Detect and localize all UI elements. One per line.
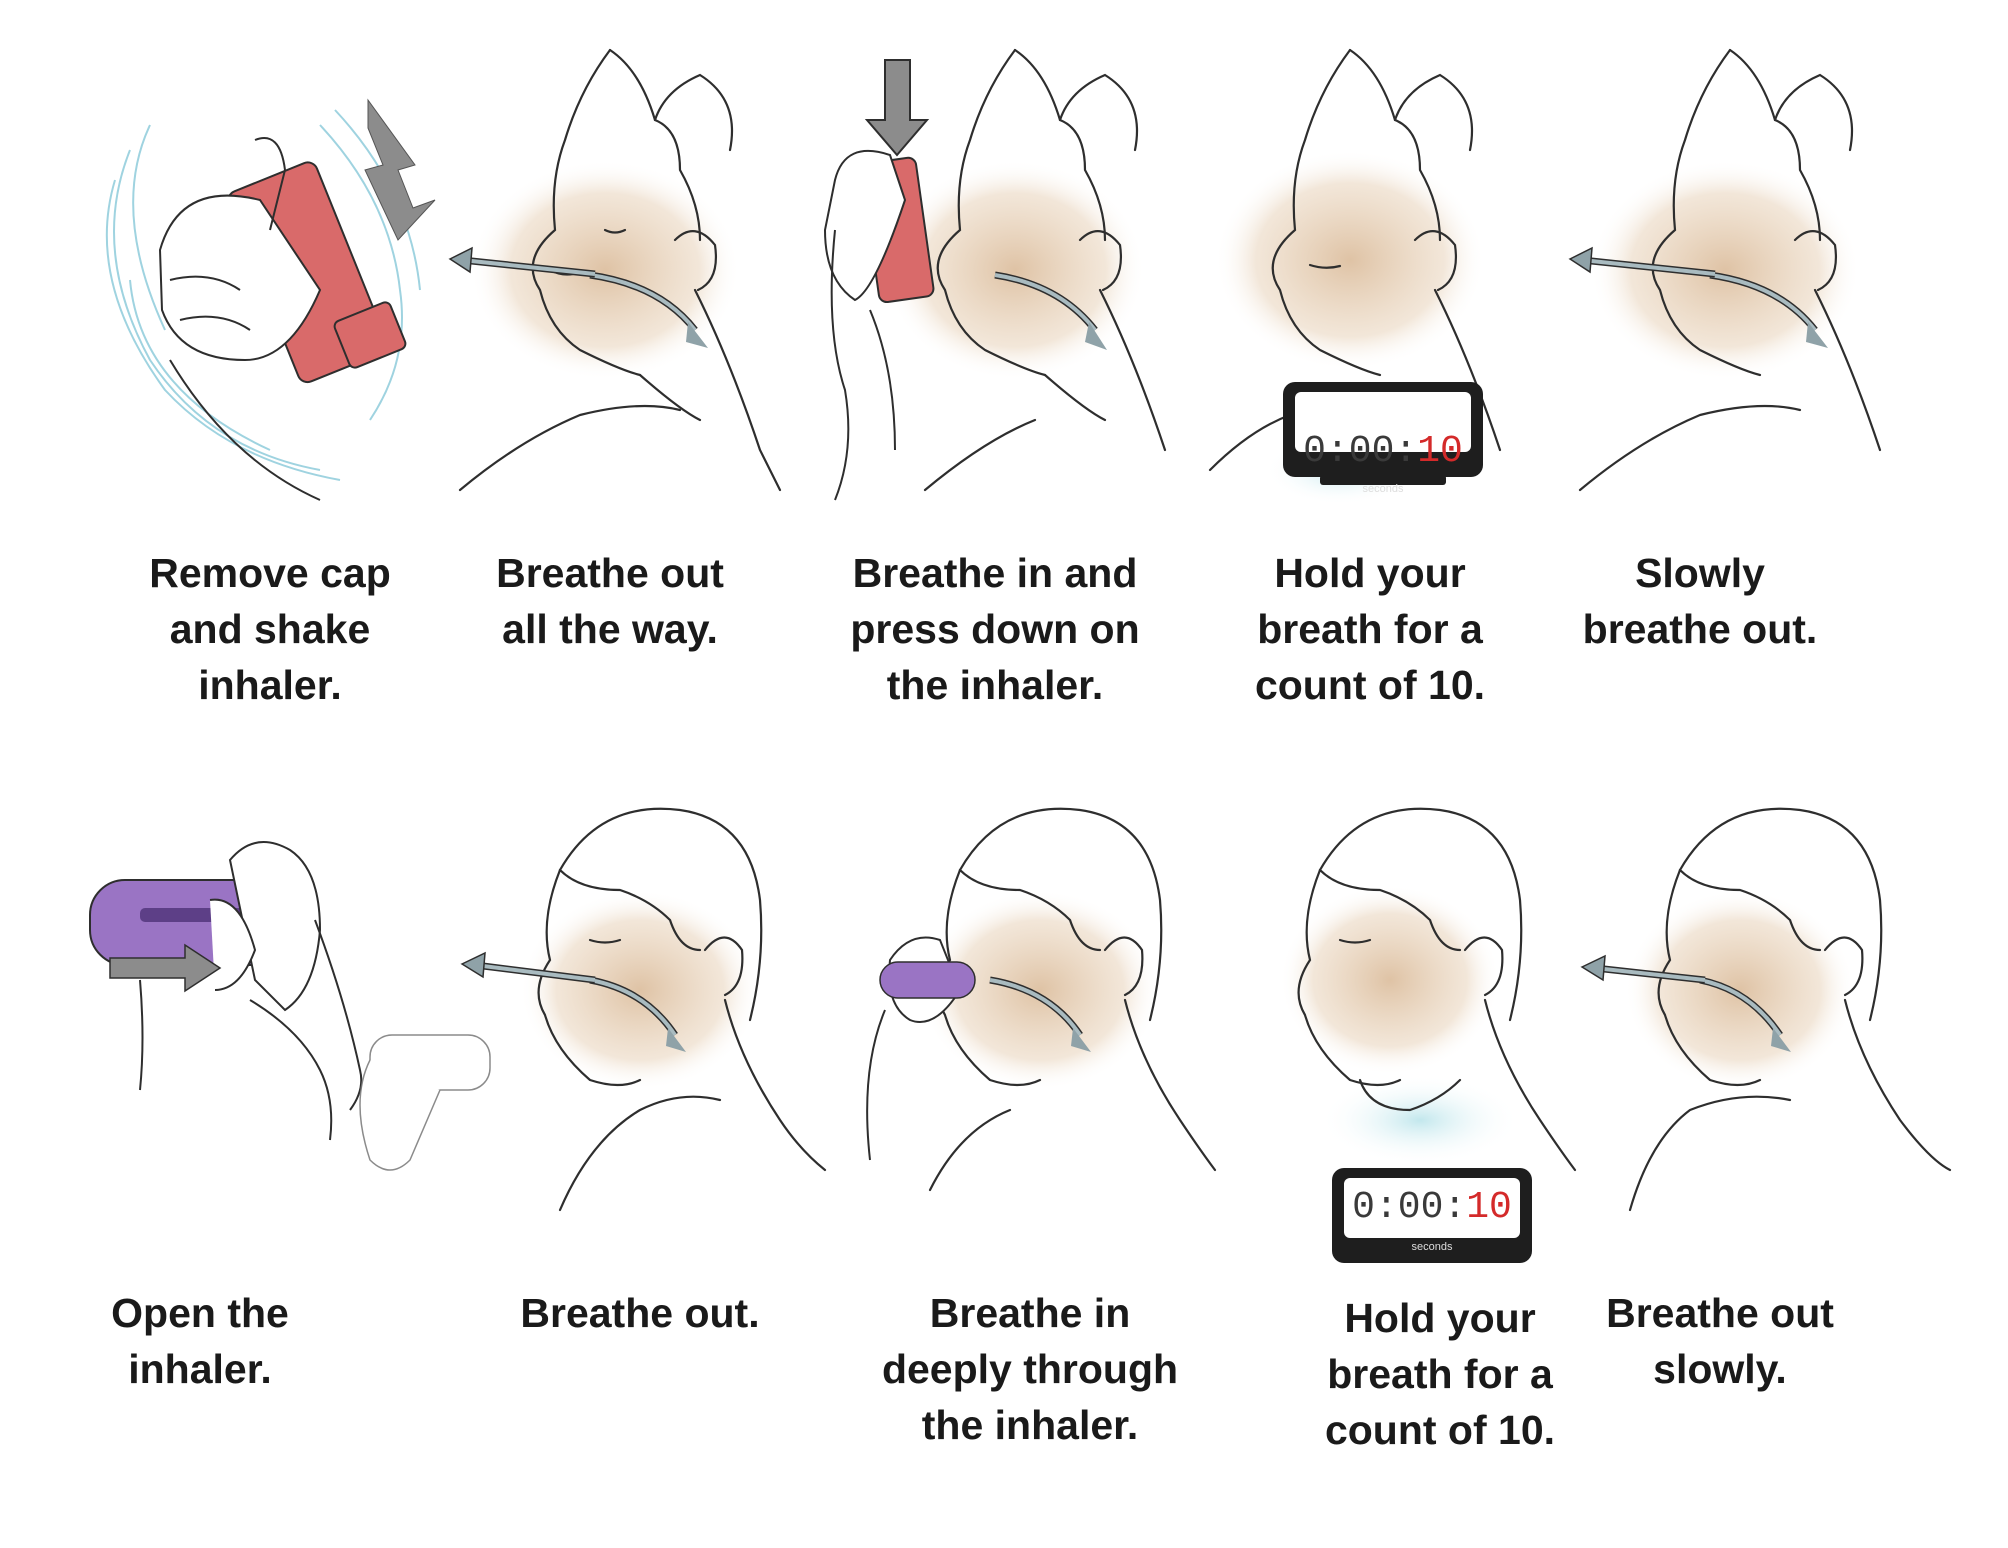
caption-line: Open the xyxy=(111,1290,289,1336)
timer-prefix: 0:00: xyxy=(1303,430,1418,473)
step-caption: Hold your breath for a count of 10. xyxy=(1170,545,1570,713)
caption-line: Hold your xyxy=(1274,550,1466,596)
step-caption: Breathe in and press down on the inhaler… xyxy=(795,545,1195,713)
hold-breath-timer-icon xyxy=(1280,807,1577,1263)
timer-readout: 0:00:10 xyxy=(1344,1178,1520,1238)
timer-readout: 0:00:10 xyxy=(1295,422,1471,482)
caption-line: count of 10. xyxy=(1324,1407,1556,1453)
slide-arrow-icon xyxy=(109,943,222,993)
caption-line: Remove cap xyxy=(149,550,391,596)
step-2-1: Open the inhaler. xyxy=(70,800,491,1440)
step-caption: Slowly breathe out. xyxy=(1500,545,1900,657)
caption-line: and shake xyxy=(169,606,371,652)
caption-line: deeply through xyxy=(881,1346,1179,1392)
caption-line: inhaler. xyxy=(198,662,342,708)
exhale-arrow-icon xyxy=(1580,954,1706,984)
shake-arrow-icon xyxy=(364,98,436,241)
press-down-arrow-icon xyxy=(864,59,930,157)
step-caption: Breathe out slowly. xyxy=(1520,1285,1920,1397)
caption-line: Slowly xyxy=(1635,550,1765,596)
caption-line: Hold your xyxy=(1344,1295,1536,1341)
caption-line: the inhaler. xyxy=(886,662,1104,708)
timer-digits: 10 xyxy=(1466,1186,1512,1229)
step-caption: Breathe in deeply through the inhaler. xyxy=(830,1285,1230,1453)
caption-line: inhaler. xyxy=(128,1346,272,1392)
timer-prefix: 0:00: xyxy=(1352,1186,1467,1229)
caption-line: breathe out. xyxy=(1582,606,1818,652)
caption-line: slowly. xyxy=(1653,1346,1787,1392)
step-2-4: 0:00:10 seconds Hold your breath for a c… xyxy=(1270,790,1610,1453)
step-1-3: Breathe in and press down on the inhaler… xyxy=(815,30,1175,708)
step-1-5: Slowly breathe out. xyxy=(1560,30,1900,652)
shake-inhaler-hand-icon xyxy=(105,98,436,501)
breathe-out-face-icon xyxy=(460,807,827,1212)
step-2-3: Breathe in deeply through the inhaler. xyxy=(840,790,1220,1448)
hold-breath-timer-icon xyxy=(1208,48,1502,505)
caption-line: the inhaler. xyxy=(921,1402,1139,1448)
step-caption: Hold your breath for a count of 10. xyxy=(1240,1290,1640,1458)
caption-line: breath for a xyxy=(1327,1351,1553,1397)
exhale-arrow-icon xyxy=(448,246,596,278)
step-caption: Open the inhaler. xyxy=(0,1285,400,1397)
step-1-1: Remove cap and shake inhaler. xyxy=(70,30,450,708)
timer-unit: seconds xyxy=(1411,1241,1453,1253)
stopwatch-icon xyxy=(1332,1168,1532,1263)
press-inhaler-face-icon xyxy=(823,48,1167,501)
open-inhaler-hand-icon xyxy=(89,841,491,1171)
breathe-out-face-icon xyxy=(1580,807,1952,1212)
caption-line: Breathe out xyxy=(1606,1290,1834,1336)
caption-line: Breathe in and xyxy=(852,550,1138,596)
caption-line: all the way. xyxy=(502,606,718,652)
step-1-4: 0:00:10 seconds Hold your breath for a c… xyxy=(1200,30,1540,708)
caption-line: press down on xyxy=(850,606,1140,652)
caption-line: Breathe out. xyxy=(520,1290,760,1336)
step-caption: Remove cap and shake inhaler. xyxy=(70,545,470,713)
step-1-2: Breathe out all the way. xyxy=(440,30,782,652)
step-caption: Breathe out all the way. xyxy=(410,545,810,657)
step-caption: Breathe out. xyxy=(440,1285,840,1341)
breathe-out-face-icon xyxy=(448,48,782,492)
exhale-arrow-icon xyxy=(460,951,596,984)
inhale-through-inhaler-face-icon xyxy=(866,807,1217,1192)
exhale-arrow-icon xyxy=(1568,246,1716,278)
timer-digits: 10 xyxy=(1417,430,1463,473)
caption-line: count of 10. xyxy=(1254,662,1486,708)
step-2-2: Breathe out. xyxy=(460,790,840,1430)
step-2-5: Breathe out slowly. xyxy=(1580,790,1970,1430)
stopwatch-icon xyxy=(1283,382,1483,485)
timer-unit: seconds xyxy=(1362,483,1404,495)
caption-line: breath for a xyxy=(1257,606,1483,652)
breathe-out-face-icon xyxy=(1568,48,1882,492)
caption-line: Breathe out xyxy=(496,550,724,596)
caption-line: Breathe in xyxy=(929,1290,1131,1336)
